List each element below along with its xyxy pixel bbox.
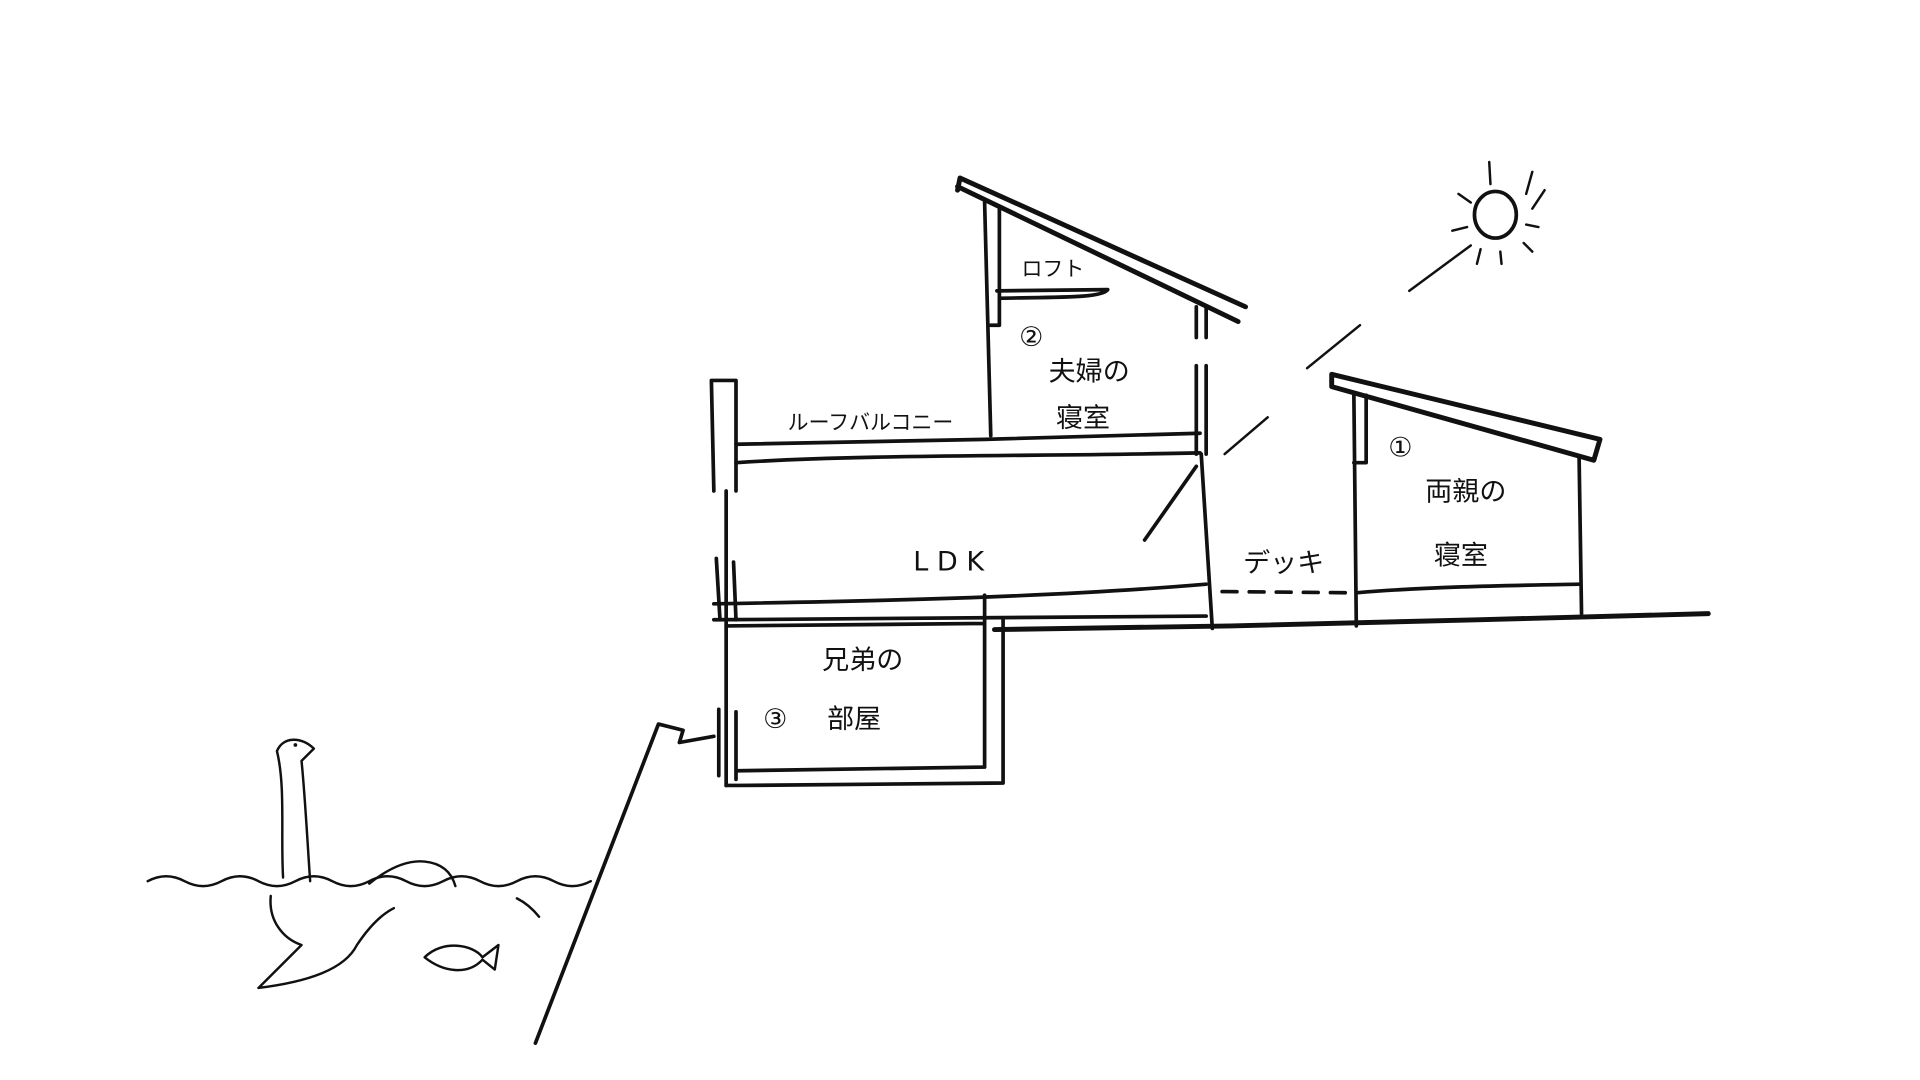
water-waves <box>146 860 593 918</box>
deck <box>1220 589 1352 595</box>
cliff <box>533 722 716 1046</box>
label-deck: デッキ <box>1243 548 1324 579</box>
sun-ray-line <box>1142 464 1199 542</box>
label-room1-line1: 両親の <box>1425 477 1506 508</box>
label-room2-line1: 夫婦の <box>1049 356 1130 387</box>
label-room3-line1: 兄弟の <box>822 645 903 676</box>
label-room3-line2: 部屋 <box>827 704 881 735</box>
label-room1-line2: 寝室 <box>1434 541 1488 572</box>
sun-icon <box>1223 160 1546 456</box>
label-roof-balcony: ルーフバルコニー <box>788 411 954 435</box>
label-loft: ロフト <box>1022 257 1085 281</box>
label-room2-number: ② <box>1019 322 1043 353</box>
label-room1-number: ① <box>1388 433 1412 464</box>
label-room2-line2: 寝室 <box>1056 403 1110 434</box>
ground-line <box>992 611 1711 633</box>
basement-room <box>716 593 1005 788</box>
main-building <box>709 175 1249 788</box>
fish-icon <box>423 943 500 972</box>
label-room3-number: ③ <box>763 704 787 735</box>
sea-monster-icon <box>257 738 396 990</box>
label-ldk: L D K <box>913 547 985 578</box>
right-building <box>1329 371 1603 628</box>
